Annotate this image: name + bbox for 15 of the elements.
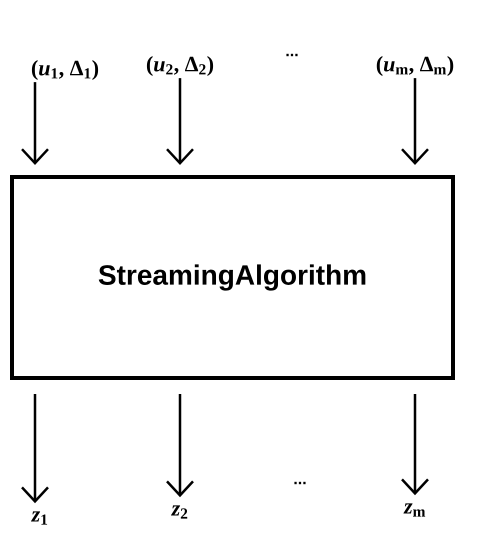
arrow — [166, 394, 194, 498]
arrow — [21, 394, 49, 504]
output-label: z$_{2}$ — [171, 505, 188, 519]
ellipsis: ... — [286, 54, 298, 56]
arrow — [401, 78, 429, 165]
ellipsis: ... — [294, 482, 306, 484]
arrow — [401, 394, 429, 496]
output-label: z$_{m}$ — [403, 503, 426, 517]
output-label: z$_{1}$ — [31, 511, 48, 525]
arrow — [166, 78, 194, 165]
input-label: (u$_{m}$, Δ$_{m}$) — [376, 56, 454, 76]
input-label: (u$_{1}$, Δ$_{1}$) — [32, 60, 98, 80]
input-label: (u$_{2}$, Δ$_{2}$) — [146, 56, 214, 76]
process-box: StreamingAlgorithm — [10, 175, 455, 380]
arrow — [21, 82, 49, 165]
